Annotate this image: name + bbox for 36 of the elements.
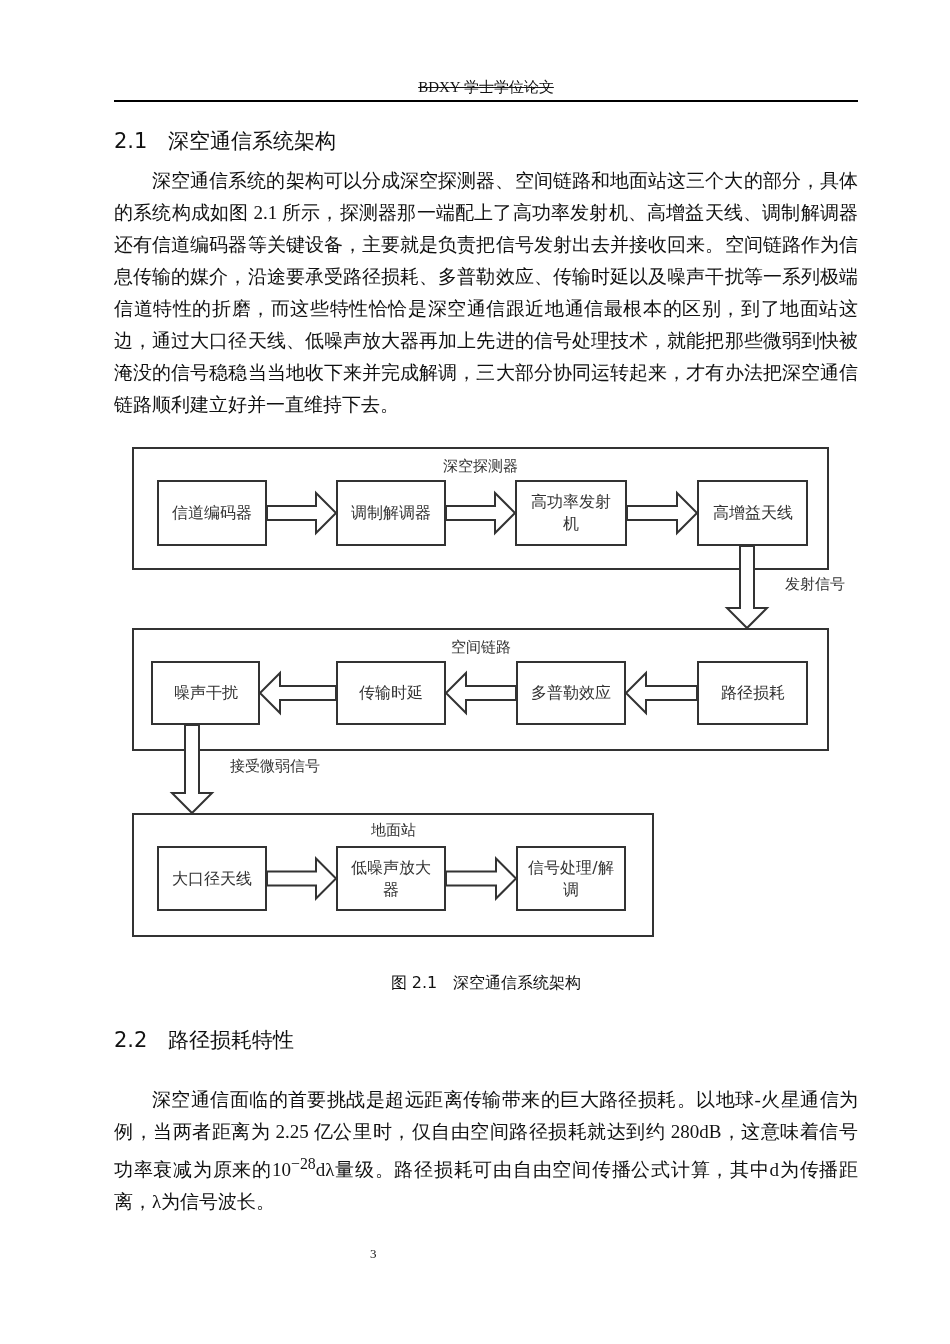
process-box: 高功率发射机	[515, 480, 627, 546]
section-heading: 2.2 路径损耗特性	[114, 1027, 295, 1054]
page-number: 3	[370, 1246, 377, 1262]
group-title: 空间链路	[450, 638, 511, 657]
process-box: 信号处理/解调	[516, 846, 626, 911]
block-arrow	[169, 724, 215, 815]
process-box: 大口径天线	[157, 846, 267, 911]
process-box: 传输时延	[336, 661, 446, 725]
edge-label: 发射信号	[783, 575, 847, 594]
running-header: BDXY 学士学位论文	[417, 78, 555, 97]
block-arrow	[445, 856, 518, 901]
block-arrow	[724, 545, 770, 630]
block-arrow	[266, 856, 338, 901]
block-arrow	[624, 670, 698, 716]
process-box: 噪声干扰	[151, 661, 260, 725]
figure-caption: 图 2.1 深空通信系统架构	[390, 973, 582, 992]
group-title: 地面站	[370, 821, 416, 840]
block-arrow	[444, 670, 517, 716]
process-box: 多普勒效应	[516, 661, 626, 725]
group-box	[132, 447, 829, 570]
group-box	[132, 628, 829, 751]
process-box: 高增益天线	[697, 480, 808, 546]
block-arrow	[626, 490, 699, 536]
body-paragraph: 深空通信面临的首要挑战是超远距离传输带来的巨大路径损耗。以地球-火星通信为例，当两者距离为 2.25 亿公里时，仅自由空间路径损耗就达到约 280dB，这意味着信号功率衰减为原来的10$^{−28}$dλ量级。路径损耗可由自由空间传播公式计算，其中d为传播距离，λ为信号波长。	[114, 1088, 858, 1215]
block-arrow	[266, 490, 338, 536]
process-box: 调制解调器	[336, 480, 446, 546]
group-title: 深空探测器	[443, 457, 518, 476]
process-box: 信道编码器	[157, 480, 267, 546]
block-arrow	[258, 670, 337, 716]
process-box: 低噪声放大器	[336, 846, 446, 911]
body-paragraph: 深空通信系统的架构可以分成深空探测器、空间链路和地面站这三个大的部分，具体的系统构成如图 2.1 所示，探测器那一端配上了高功率发射机、高增益天线、调制解调器还有信道编码器等关键设备，主要就是负责把信号发射出去并接收回来。空间链路作为信息传输的媒介，沿途要承受路径损耗、多普勒效应、传输时延以及噪声干扰等一系列极端信道特性的折磨，而这些特性恰恰是深空通信跟近地通信最根本的区别，到了地面站这边，通过大口径天线、低噪声放大器再加上先进的信号处理技术，就能把那些微弱到快被淹没的信号稳稳当当地收下来并完成解调，三大部分协同运转起来，才有办法把深空通信链路顺利建立好并一直维持下去。	[114, 169, 858, 417]
edge-label: 接受微弱信号	[228, 757, 322, 776]
group-box	[132, 813, 654, 937]
block-arrow	[445, 490, 517, 536]
section-heading: 2.1 深空通信系统架构	[114, 128, 337, 155]
process-box: 路径损耗	[697, 661, 808, 725]
